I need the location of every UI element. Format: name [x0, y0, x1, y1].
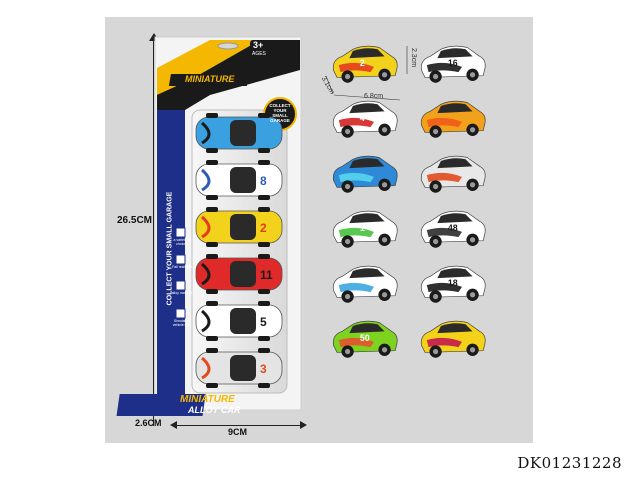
width-dimension-line	[176, 425, 300, 426]
toy-car-11: 50	[332, 320, 398, 358]
toy-car-3: 4	[332, 100, 398, 138]
age-badge-shape	[250, 40, 272, 60]
brand-name-top: MINIATURE	[185, 74, 235, 84]
toy-car-1: 2	[332, 45, 398, 83]
toy-car-8: 48	[420, 210, 486, 248]
brand-name-bottom: MINIATURE	[180, 394, 235, 405]
side-collect-text: COLLECT YOUR SMALL GARAGE	[166, 191, 174, 306]
age-badge-number: 3+	[253, 40, 264, 50]
toy-car-7-number: 1	[360, 223, 365, 233]
height-dimension-line	[153, 37, 154, 408]
car-width-line	[325, 75, 334, 95]
collect-badge-text: COLLECT YOUR SMALL GARAGE	[269, 103, 291, 123]
feature-label-1: a variety of choices	[173, 238, 191, 246]
brand-logo-block-top	[168, 74, 249, 86]
car-length-line	[333, 94, 401, 101]
car-length-label: 6.8cm	[364, 93, 384, 100]
pack-car-6-number: 3	[260, 362, 267, 376]
width-arrow-left	[170, 421, 177, 429]
pack-car-3-number: 2	[260, 221, 267, 235]
pack-car-5: 5	[195, 301, 283, 341]
product-code: DK01231228	[517, 454, 622, 472]
toy-car-7: 1	[332, 210, 398, 248]
width-arrow-right	[300, 421, 307, 429]
toy-car-6	[420, 155, 486, 193]
depth-dimension-line	[153, 410, 154, 426]
toy-car-2: 16	[420, 45, 486, 83]
toy-car-12	[420, 320, 486, 358]
toy-car-3-number: 4	[360, 113, 365, 123]
feature-label-3: alloy material	[171, 291, 193, 295]
depth-label: 2.6CM	[135, 418, 162, 428]
height-arrow-top	[149, 33, 159, 41]
toy-car-4	[420, 100, 486, 138]
pack-car-6: 3	[195, 348, 283, 388]
toy-car-11-number: 50	[360, 333, 370, 343]
pack-car-4-number: 11	[260, 268, 273, 282]
height-label: 26.5CM	[117, 215, 153, 226]
toy-car-9	[332, 265, 398, 303]
width-label: 9CM	[228, 427, 248, 437]
age-badge-sub: AGES	[252, 51, 266, 57]
hanger-hole	[217, 42, 239, 50]
toy-car-10-number: 18	[448, 278, 458, 288]
toy-car-10: 18	[420, 265, 486, 303]
brand-logo-block-bottom	[116, 394, 206, 416]
pack-car-4: 11	[195, 254, 283, 294]
brand-subtitle-bottom: ALLOY CAR	[188, 405, 241, 415]
pack-car-3: 2	[195, 207, 283, 247]
pack-car-2: 8	[195, 160, 283, 200]
pack-car-1	[195, 113, 283, 153]
feature-icons	[175, 227, 186, 319]
feature-label-4: Simulation vehicle type	[172, 319, 192, 327]
card-blue-strip	[157, 68, 185, 408]
feature-label-2: Fall resistant	[172, 265, 192, 269]
toy-car-5	[332, 155, 398, 193]
pack-car-2-number: 8	[260, 174, 267, 188]
toy-car-8-number: 48	[448, 223, 458, 233]
toy-car-1-number: 2	[360, 58, 365, 68]
toy-car-2-number: 16	[448, 58, 458, 68]
pack-car-5-number: 5	[260, 315, 267, 329]
car-height-label: 2.3cm	[410, 47, 418, 68]
